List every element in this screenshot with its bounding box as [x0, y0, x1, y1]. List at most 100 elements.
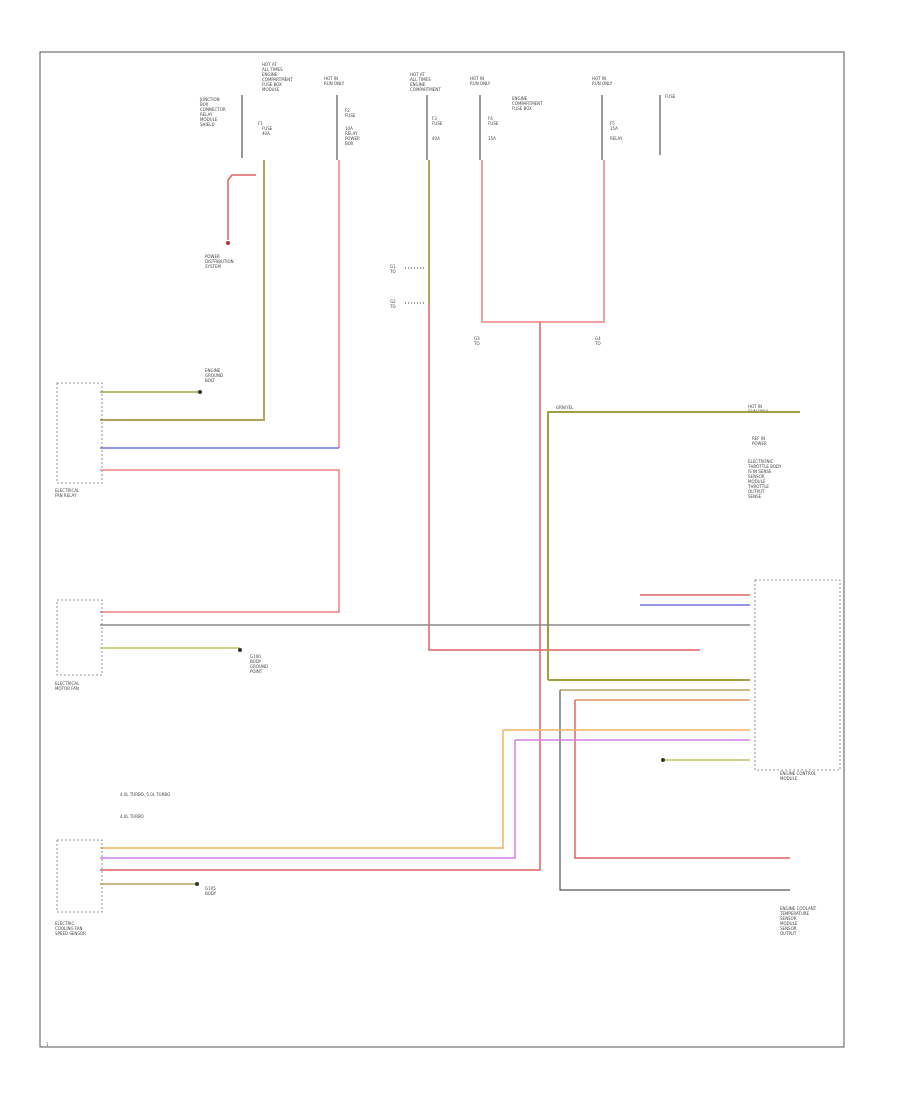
svg-text:GRN/YEL: GRN/YEL [556, 405, 574, 410]
svg-text:ELECTRICAL: ELECTRICAL [55, 681, 80, 686]
svg-text:HOT IN: HOT IN [324, 76, 338, 81]
wire-f1-red-stub [227, 174, 256, 240]
wire-f4-red [481, 160, 605, 323]
svg-text:FUSE: FUSE [345, 113, 356, 118]
svg-text:ENGINE COOLANT: ENGINE COOLANT [780, 906, 817, 911]
svg-text:ENGINE CONTROL: ENGINE CONTROL [780, 771, 817, 776]
ecm-block [754, 579, 841, 771]
svg-text:GROUND: GROUND [250, 664, 268, 669]
svg-text:RELAY: RELAY [610, 136, 623, 141]
svg-text:G100: G100 [250, 654, 261, 659]
svg-text:15A: 15A [610, 126, 618, 131]
wire-ecm-vio [100, 739, 750, 859]
svg-text:F4: F4 [488, 116, 493, 121]
svg-text:COMPARTMENT: COMPARTMENT [410, 87, 441, 92]
svg-text:GROUND: GROUND [205, 373, 223, 378]
svg-text:RELAY: RELAY [345, 131, 358, 136]
svg-text:G105: G105 [205, 886, 216, 891]
svg-text:RUN ONLY: RUN ONLY [470, 81, 491, 86]
wire-relay-red [100, 469, 340, 613]
svg-text:RUN ONLY: RUN ONLY [324, 81, 345, 86]
svg-text:F3: F3 [432, 116, 437, 121]
svg-text:MODULE: MODULE [262, 87, 280, 92]
svg-text:G2: G2 [390, 299, 396, 304]
svg-text:ENGINE: ENGINE [262, 72, 278, 77]
svg-text:BODY: BODY [250, 659, 262, 664]
wire-f3-red [428, 305, 700, 651]
svg-text:SHIELD: SHIELD [200, 122, 215, 127]
wire-f1-tan [100, 160, 265, 421]
svg-text:F5: F5 [610, 121, 615, 126]
svg-text:ALL TIMES: ALL TIMES [262, 67, 283, 72]
svg-text:SENSOR: SENSOR [780, 916, 797, 921]
svg-text:FUSE: FUSE [262, 126, 273, 131]
fan-motor [56, 599, 103, 676]
svg-text:SPEED SENSOR: SPEED SENSOR [55, 931, 86, 936]
wire-grn-yel [547, 411, 800, 680]
svg-text:MODULE: MODULE [780, 921, 798, 926]
svg-text:HOT AT: HOT AT [262, 62, 277, 67]
svg-text:SYSTEM: SYSTEM [205, 264, 221, 269]
svg-text:ENGINE: ENGINE [512, 96, 528, 101]
svg-text:ELECTRIC: ELECTRIC [55, 921, 74, 926]
svg-text:4.0L TURBO, 5.0L TURBO: 4.0L TURBO, 5.0L TURBO [120, 792, 170, 797]
svg-text:ENGINE: ENGINE [410, 82, 426, 87]
speed-sensor [56, 839, 103, 913]
fan-relay [56, 382, 103, 484]
svg-text:IS IN SENSE: IS IN SENSE [748, 469, 772, 474]
svg-text:POINT: POINT [250, 669, 263, 674]
svg-text:FAN RELAY: FAN RELAY [55, 493, 77, 498]
svg-text:SENSE: SENSE [748, 494, 762, 499]
svg-text:DISTRIBUTION: DISTRIBUTION [205, 259, 234, 264]
svg-text:FUSE: FUSE [488, 121, 499, 126]
svg-text:POWER: POWER [345, 136, 360, 141]
svg-text:TO: TO [594, 341, 601, 346]
svg-text:MODULE: MODULE [200, 117, 218, 122]
svg-text:COMPARTMENT: COMPARTMENT [262, 77, 293, 82]
svg-text:COMPARTMENT: COMPARTMENT [512, 101, 543, 106]
svg-text:40A: 40A [262, 131, 270, 136]
svg-text:FUSE: FUSE [432, 121, 443, 126]
svg-text:15A: 15A [488, 136, 496, 141]
svg-text:TO: TO [473, 341, 480, 346]
svg-text:SENSOR: SENSOR [780, 926, 797, 931]
svg-text:ELECTRONIC: ELECTRONIC [748, 459, 774, 464]
svg-text:HOT AT: HOT AT [410, 72, 425, 77]
svg-text:ELECTRICAL: ELECTRICAL [55, 488, 80, 493]
wire-bus-red [100, 322, 541, 871]
svg-text:BOLT: BOLT [205, 378, 216, 383]
page-number: 1 [46, 1042, 49, 1047]
svg-text:SENSOR: SENSOR [748, 474, 765, 479]
diagram-frame [39, 51, 845, 1048]
svg-text:10A: 10A [345, 126, 353, 131]
svg-text:FUSE BOX: FUSE BOX [512, 106, 532, 111]
wire-ecm-orn2 [100, 729, 750, 849]
svg-text:ALL TIMES: ALL TIMES [410, 77, 431, 82]
wire-ecm-blk [559, 690, 790, 891]
svg-text:FUSE BOX: FUSE BOX [262, 82, 282, 87]
svg-text:BODY: BODY [205, 891, 217, 896]
svg-text:BOX: BOX [200, 102, 209, 107]
svg-text:REF IN: REF IN [752, 436, 765, 441]
svg-text:COOLING FAN: COOLING FAN [55, 926, 83, 931]
svg-text:MODULE: MODULE [780, 776, 798, 781]
svg-text:OUTPUT: OUTPUT [780, 931, 797, 936]
svg-text:CONNECTOR: CONNECTOR [200, 107, 226, 112]
wire-ecm-red2 [574, 700, 790, 859]
svg-text:POWER: POWER [205, 254, 220, 259]
svg-text:THROTTLE: THROTTLE [747, 484, 769, 489]
svg-text:F1: F1 [258, 121, 263, 126]
svg-text:G1: G1 [390, 264, 396, 269]
svg-text:TO: TO [389, 304, 396, 309]
svg-text:POWER: POWER [752, 441, 767, 446]
svg-text:OUTPUT: OUTPUT [748, 489, 765, 494]
svg-text:RUN ONLY: RUN ONLY [592, 81, 613, 86]
svg-text:MOTOR FAN: MOTOR FAN [55, 686, 79, 691]
svg-text:HOT IN: HOT IN [470, 76, 484, 81]
svg-text:JUNCTION: JUNCTION [199, 97, 220, 102]
